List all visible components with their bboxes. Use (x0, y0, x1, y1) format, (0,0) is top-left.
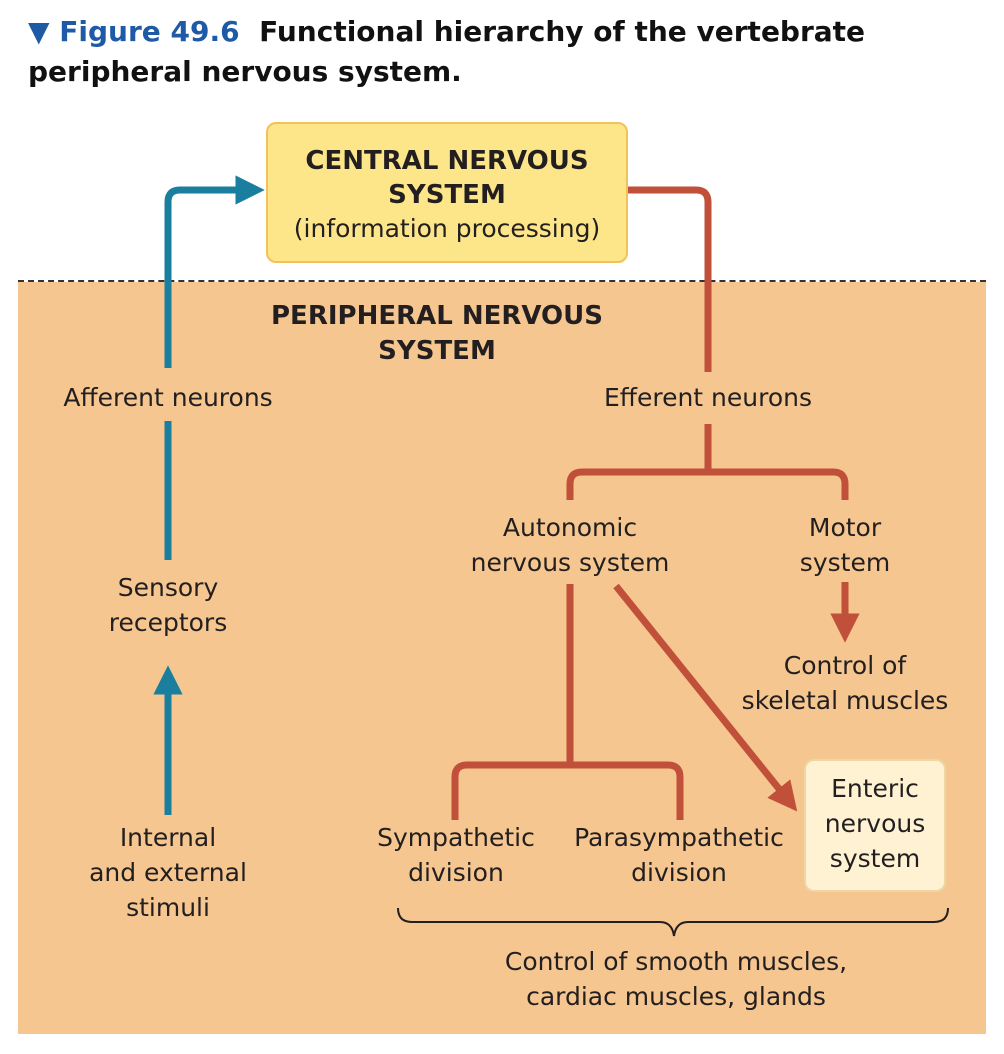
figure-caption: Functional hierarchy of the vertebrate p… (28, 15, 866, 88)
efferent-neurons-label: Efferent neurons (603, 383, 813, 412)
sympathetic-line2: division (408, 858, 504, 887)
skeletal-muscles-label: Control of skeletal muscles (725, 648, 965, 718)
smooth-muscle-brace (397, 907, 949, 937)
cns-subtitle: (information processing) (293, 214, 601, 243)
sensory-line1: Sensory (117, 573, 219, 602)
parasympathetic-line2: division (631, 858, 727, 887)
autonomic-line2: nervous system (470, 548, 670, 577)
autonomic-to-enteric-arrow (613, 583, 798, 812)
motor-line2: system (799, 548, 891, 577)
sensory-line2: receptors (108, 608, 228, 637)
afferent-neurons-label: Afferent neurons (63, 383, 273, 412)
sensory-receptors-label: Sensory receptors (68, 570, 268, 640)
enteric-box: Enteric nervous system (804, 759, 946, 892)
efferent-split-line (566, 424, 849, 500)
enteric-line2: nervous (824, 809, 926, 838)
autonomic-line1: Autonomic (502, 513, 638, 542)
smooth-line1: Control of smooth muscles, (504, 947, 848, 976)
cns-pns-boundary (18, 280, 986, 282)
peripheral-region (18, 282, 986, 1034)
enteric-line3: system (829, 844, 921, 873)
sympathetic-label: Sympathetic division (366, 820, 546, 890)
pns-title-line2: SYSTEM (378, 336, 496, 366)
cns-box: CENTRAL NERVOUS SYSTEM (information proc… (266, 122, 628, 263)
smooth-line2: cardiac muscles, glands (526, 982, 826, 1011)
cns-to-efferent-line (628, 186, 712, 372)
stimuli-line2: and external (89, 858, 247, 887)
skeletal-line2: skeletal muscles (741, 686, 949, 715)
stimuli-label: Internal and external stimuli (48, 820, 288, 925)
stimuli-line3: stimuli (126, 893, 210, 922)
pns-title-line1: PERIPHERAL NERVOUS (271, 301, 603, 331)
parasympathetic-label: Parasympathetic division (559, 820, 799, 890)
motor-system-label: Motor system (775, 510, 915, 580)
pns-title: PERIPHERAL NERVOUS SYSTEM (237, 299, 637, 369)
stimuli-line1: Internal (119, 823, 217, 852)
autonomic-split-line (451, 584, 684, 820)
afferent-to-cns-arrow (164, 175, 265, 368)
skeletal-line1: Control of (783, 651, 907, 680)
motor-line1: Motor (808, 513, 882, 542)
cns-title-line2: SYSTEM (388, 180, 506, 210)
cns-title-line1: CENTRAL NERVOUS (305, 146, 589, 176)
sympathetic-line1: Sympathetic (377, 823, 535, 852)
figure-number: ▼ Figure 49.6 (28, 15, 240, 48)
autonomic-label: Autonomic nervous system (455, 510, 685, 580)
enteric-line1: Enteric (831, 774, 919, 803)
figure-title: ▼ Figure 49.6 Functional hierarchy of th… (28, 12, 988, 92)
smooth-muscles-label: Control of smooth muscles, cardiac muscl… (456, 944, 896, 1014)
parasympathetic-line1: Parasympathetic (574, 823, 784, 852)
